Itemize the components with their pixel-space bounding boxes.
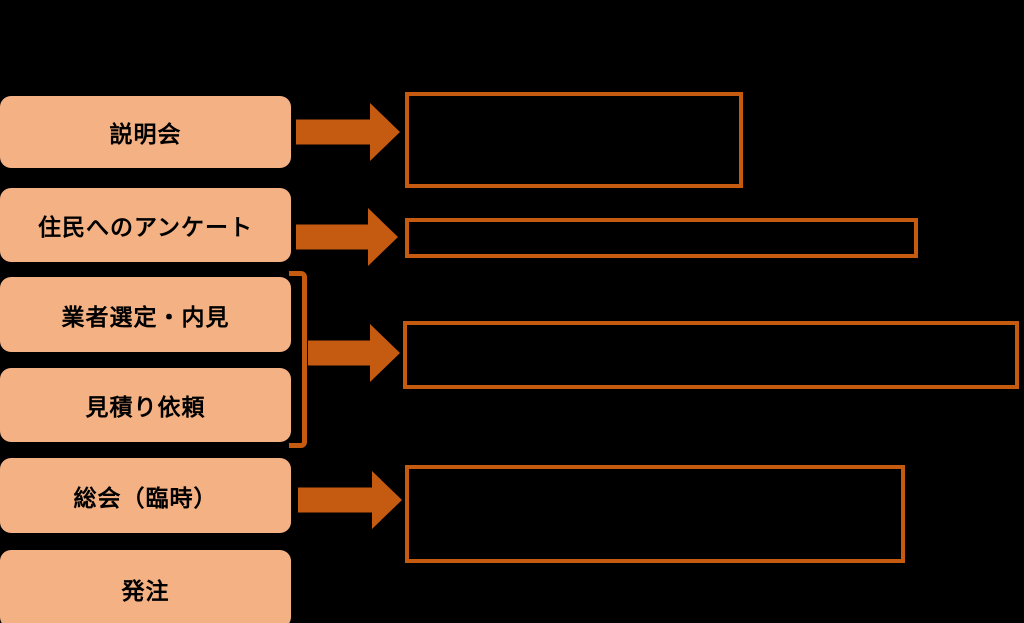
step-resident-survey: 住民へのアンケート [0, 188, 291, 262]
step-label: 説明会 [109, 121, 182, 147]
detail-box [405, 92, 743, 188]
step-briefing-session: 説明会 [0, 96, 291, 168]
detail-box [405, 465, 905, 563]
step-label: 住民へのアンケート [37, 214, 254, 240]
step-vendor-selection: 業者選定・内見 [0, 277, 291, 352]
arrow-right-icon [308, 324, 400, 382]
detail-box [403, 321, 1019, 389]
arrow-right-icon [298, 471, 402, 529]
arrow-right-icon [296, 103, 400, 161]
step-label: 見積り依頼 [85, 394, 206, 420]
step-label: 総会（臨時） [73, 484, 218, 511]
arrow-right-icon [296, 208, 398, 266]
step-order: 発注 [0, 550, 291, 623]
group-bracket [289, 271, 307, 448]
step-general-meeting: 総会（臨時） [0, 458, 291, 533]
step-label: 発注 [121, 578, 170, 604]
step-label: 業者選定・内見 [61, 303, 230, 330]
detail-box [405, 218, 918, 258]
step-quote-request: 見積り依頼 [0, 368, 291, 442]
